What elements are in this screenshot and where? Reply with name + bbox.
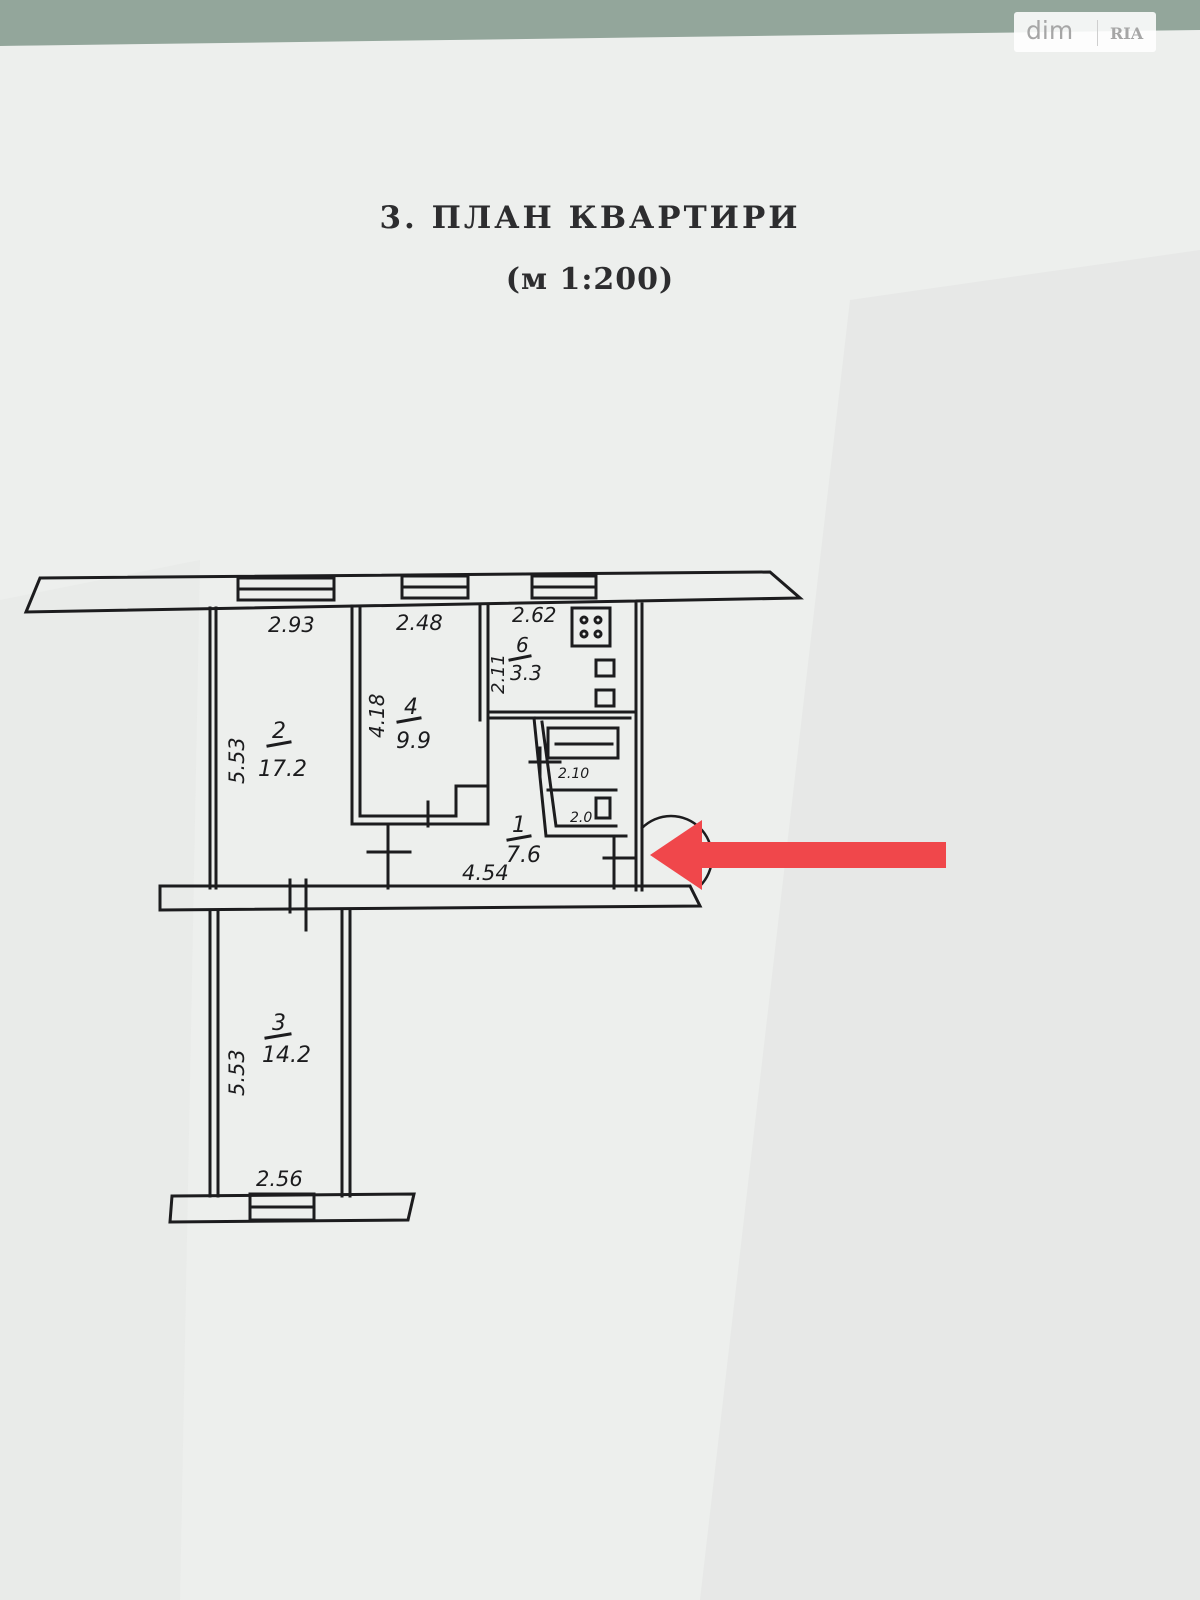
room-1-number: 1 bbox=[512, 813, 526, 838]
room-2-area: 17.2 bbox=[258, 757, 307, 782]
dim-room-3-length: 5.53 bbox=[225, 1049, 249, 1096]
room-1-area: 7.6 bbox=[506, 843, 541, 868]
dim-room-3-width: 2.56 bbox=[256, 1167, 303, 1191]
dim-corridor-length: 4.54 bbox=[462, 861, 509, 885]
room-4-number: 4 bbox=[404, 695, 418, 720]
bathtub-icon bbox=[546, 726, 620, 760]
room-4-walls bbox=[350, 604, 490, 826]
dim-bath-width: 2.10 bbox=[558, 766, 589, 782]
window-room-4 bbox=[400, 574, 470, 600]
stove-icon bbox=[570, 606, 612, 648]
dim-room-2-width: 2.93 bbox=[268, 613, 315, 637]
middle-exterior-wall bbox=[158, 884, 703, 912]
top-exterior-wall bbox=[23, 570, 804, 614]
bathroom-walls bbox=[532, 716, 628, 838]
watermark-logo: dim RIA bbox=[1014, 12, 1156, 52]
dim-wc-width: 2.0 bbox=[570, 810, 592, 826]
window-room-6 bbox=[530, 574, 598, 600]
scale-label: (м 1:200) bbox=[505, 262, 675, 297]
room-3-area: 14.2 bbox=[262, 1043, 311, 1068]
bottom-exterior-wall bbox=[168, 1192, 416, 1224]
sink-icon bbox=[594, 658, 616, 678]
room-6-number: 6 bbox=[516, 633, 529, 657]
page-title: 3. ПЛАН КВАРТИРИ bbox=[379, 200, 801, 236]
watermark-sub: RIA bbox=[1110, 24, 1144, 43]
window-room-3 bbox=[248, 1192, 316, 1222]
watermark-divider bbox=[1097, 20, 1098, 46]
dim-room-6-width: 2.62 bbox=[512, 603, 557, 627]
room-6-area: 3.3 bbox=[510, 661, 542, 685]
dim-room-4-length: 4.18 bbox=[365, 693, 389, 738]
room-3-number: 3 bbox=[272, 1011, 286, 1036]
dim-room-2-length: 5.53 bbox=[225, 737, 249, 784]
room-2-number: 2 bbox=[272, 719, 286, 744]
watermark-brand: dim bbox=[1026, 16, 1074, 45]
entrance-arrow-icon bbox=[650, 820, 946, 890]
dim-room-6-length: 2.11 bbox=[488, 654, 509, 694]
room-4-area: 9.9 bbox=[396, 729, 431, 754]
dim-room-4-width: 2.48 bbox=[396, 611, 443, 635]
window-room-2 bbox=[236, 576, 336, 602]
